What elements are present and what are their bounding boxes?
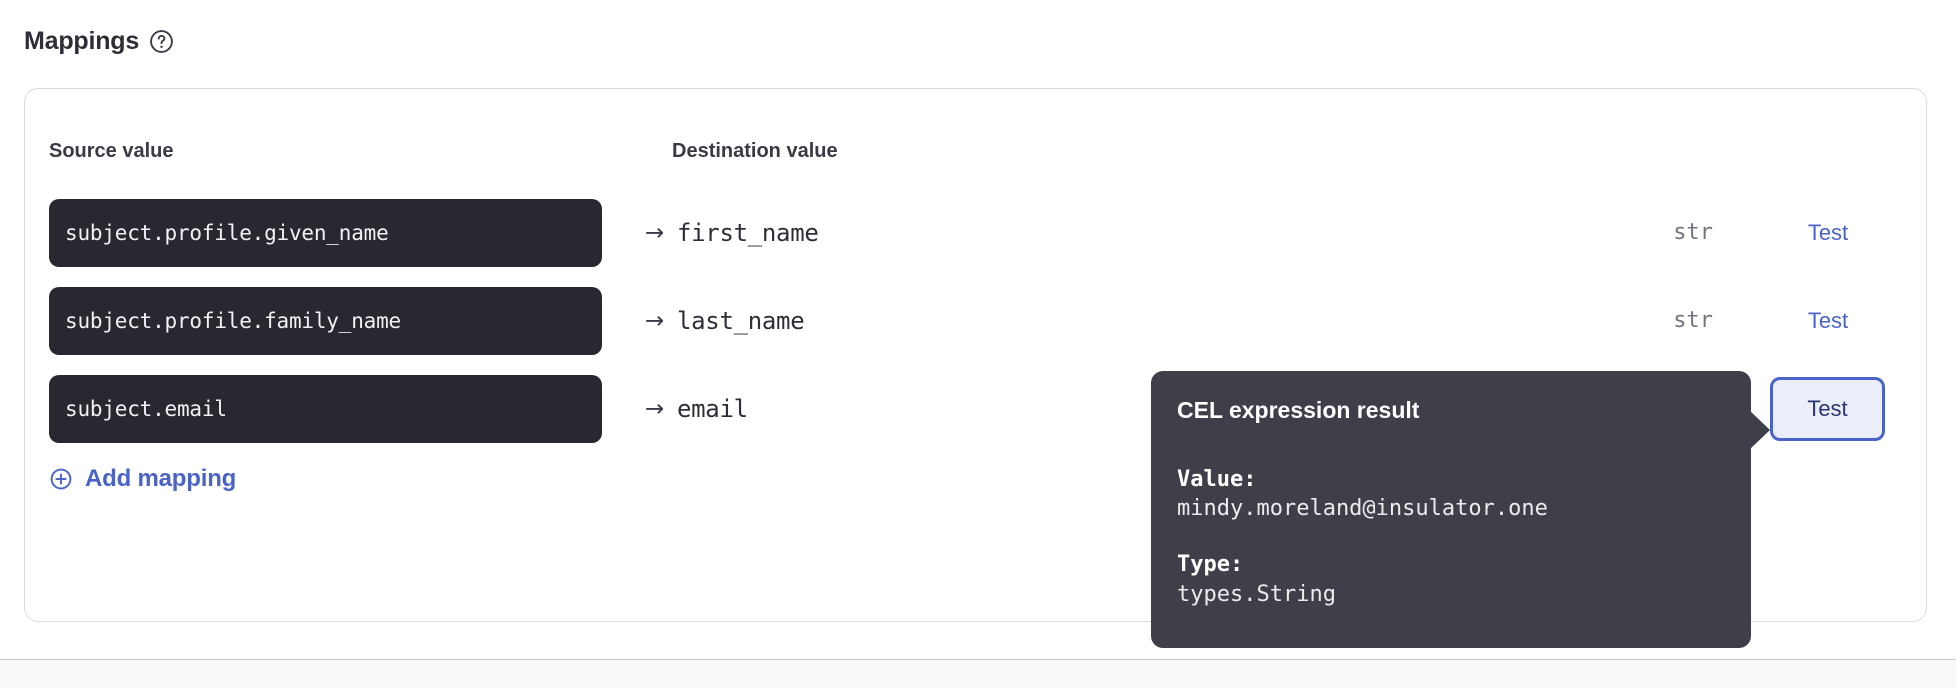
tooltip-type-text: types.String: [1177, 581, 1336, 607]
source-value-text: subject.email: [65, 397, 227, 421]
tooltip-type-block: Type: types.String: [1177, 550, 1725, 609]
source-value-field[interactable]: subject.profile.family_name: [49, 287, 602, 355]
arrow-right-icon: →: [645, 308, 665, 334]
value-type-text: str: [1673, 308, 1713, 333]
source-value-field[interactable]: subject.profile.given_name: [49, 199, 602, 267]
test-link[interactable]: Test: [1807, 220, 1849, 245]
page-title: Mappings: [24, 26, 140, 55]
value-type-text: str: [1673, 220, 1713, 245]
table-row: subject.profile.family_name → last_name …: [25, 287, 1926, 355]
destination-value-text: last_name: [677, 307, 805, 335]
tooltip-type-label: Type:: [1177, 551, 1244, 577]
arrow-right-icon: →: [645, 396, 665, 422]
column-header-destination: Destination value: [672, 140, 838, 162]
destination-value-text: email: [677, 395, 748, 423]
column-header-source: Source value: [49, 140, 174, 162]
tooltip-value-label: Value:: [1177, 466, 1257, 492]
tooltip-title: CEL expression result: [1177, 397, 1420, 423]
add-mapping-label: Add mapping: [85, 465, 237, 492]
question-circle-icon[interactable]: [149, 29, 174, 54]
table-row: subject.email → email Test: [25, 375, 1926, 443]
section-heading: Mappings: [24, 24, 174, 58]
source-value-text: subject.profile.family_name: [65, 309, 401, 333]
test-link[interactable]: Test: [1807, 308, 1849, 333]
cel-result-tooltip: CEL expression result Value: mindy.morel…: [1151, 371, 1751, 648]
tooltip-value-block: Value: mindy.moreland@insulator.one: [1177, 465, 1725, 524]
tooltip-pointer-icon: [1748, 409, 1770, 451]
add-mapping-button[interactable]: Add mapping: [49, 465, 236, 493]
test-button-focused[interactable]: Test: [1770, 377, 1885, 441]
footer-divider: [0, 659, 1956, 660]
table-row: subject.profile.given_name → first_name …: [25, 199, 1926, 267]
plus-circle-icon: [49, 467, 73, 491]
tooltip-value-text: mindy.moreland@insulator.one: [1177, 496, 1548, 522]
arrow-right-icon: →: [645, 220, 665, 246]
source-value-field[interactable]: subject.email: [49, 375, 602, 443]
mapping-rows: subject.profile.given_name → first_name …: [25, 199, 1926, 463]
footer-strip: [0, 660, 1956, 688]
destination-value-text: first_name: [677, 219, 819, 247]
column-headers: Source value Destination value: [25, 139, 1926, 163]
source-value-text: subject.profile.given_name: [65, 221, 389, 245]
